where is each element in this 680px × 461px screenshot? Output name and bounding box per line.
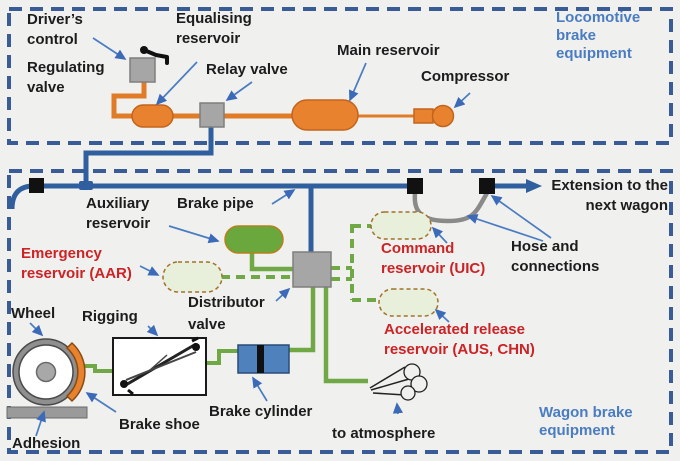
green-pipe-solid <box>85 252 368 384</box>
regulating-valve-box <box>129 57 156 83</box>
brake-cylinder-shape <box>237 344 290 374</box>
emergency-reservoir-shape <box>162 261 223 293</box>
compressor-label: Compressor <box>421 68 510 85</box>
brake-pipe-label: Brake pipe <box>177 195 254 212</box>
locomotive-region-border <box>7 7 673 145</box>
relay-valve-box <box>199 102 225 128</box>
valve-handle-icon <box>140 46 169 65</box>
adhesion-label: Adhesion <box>12 435 81 452</box>
hose-curve <box>412 191 489 224</box>
brake-shoe-label: Brake shoe <box>119 416 200 433</box>
drivers-control-label: Driver’s control <box>27 11 83 48</box>
command-reservoir-shape <box>370 211 432 240</box>
relay-to-brake-pipe <box>79 127 214 190</box>
to-atmosphere-label: to atmosphere <box>332 425 436 442</box>
brake-cylinder-label: Brake cylinder <box>209 403 313 420</box>
command-reservoir-label: Command reservoir (UIC) <box>381 240 486 277</box>
auxiliary-reservoir-shape <box>224 225 284 254</box>
wheel-label: Wheel <box>11 305 56 322</box>
rail-shape <box>6 406 88 419</box>
auxiliary-reservoir-label: Auxiliary reservoir <box>86 195 151 232</box>
hose-connections-label: Hose and connections <box>511 238 600 275</box>
pointer-arrows <box>29 37 552 437</box>
rigging-box <box>112 336 207 396</box>
main-reservoir-label: Main reservoir <box>337 42 440 59</box>
distributor-valve-box <box>292 251 332 288</box>
equalising-reservoir-label: Equalising reservoir <box>176 10 252 47</box>
extension-next-wagon-label: Extension to the next wagon <box>551 177 668 214</box>
wheel-shape <box>12 338 80 406</box>
accelerated-release-reservoir-shape <box>378 288 439 317</box>
rigging-label: Rigging <box>82 308 138 325</box>
equalising-reservoir-shape <box>131 104 174 128</box>
locomotive-equipment-title: Locomotive brake equipment <box>556 9 641 62</box>
wagon-equipment-title: Wagon brake equipment <box>539 404 633 439</box>
main-reservoir-shape <box>291 99 359 131</box>
regulating-valve-label: Regulating valve <box>27 59 105 96</box>
brake-shoe-shape <box>65 341 86 403</box>
accelerated-release-reservoir-label: Accelerated release reservoir (AUS, CHN) <box>384 321 535 358</box>
emergency-reservoir-label: Emergency reservoir (AAR) <box>21 245 132 282</box>
pipe-connector-squares <box>29 178 495 194</box>
exhaust-puff-icon <box>369 363 428 401</box>
wagon-region-border <box>7 169 673 454</box>
distributor-valve-label: Distributor valve <box>188 294 265 333</box>
compressor-shape <box>413 104 455 128</box>
relay-valve-label: Relay valve <box>206 61 288 78</box>
green-pipe-dashed <box>221 224 380 302</box>
